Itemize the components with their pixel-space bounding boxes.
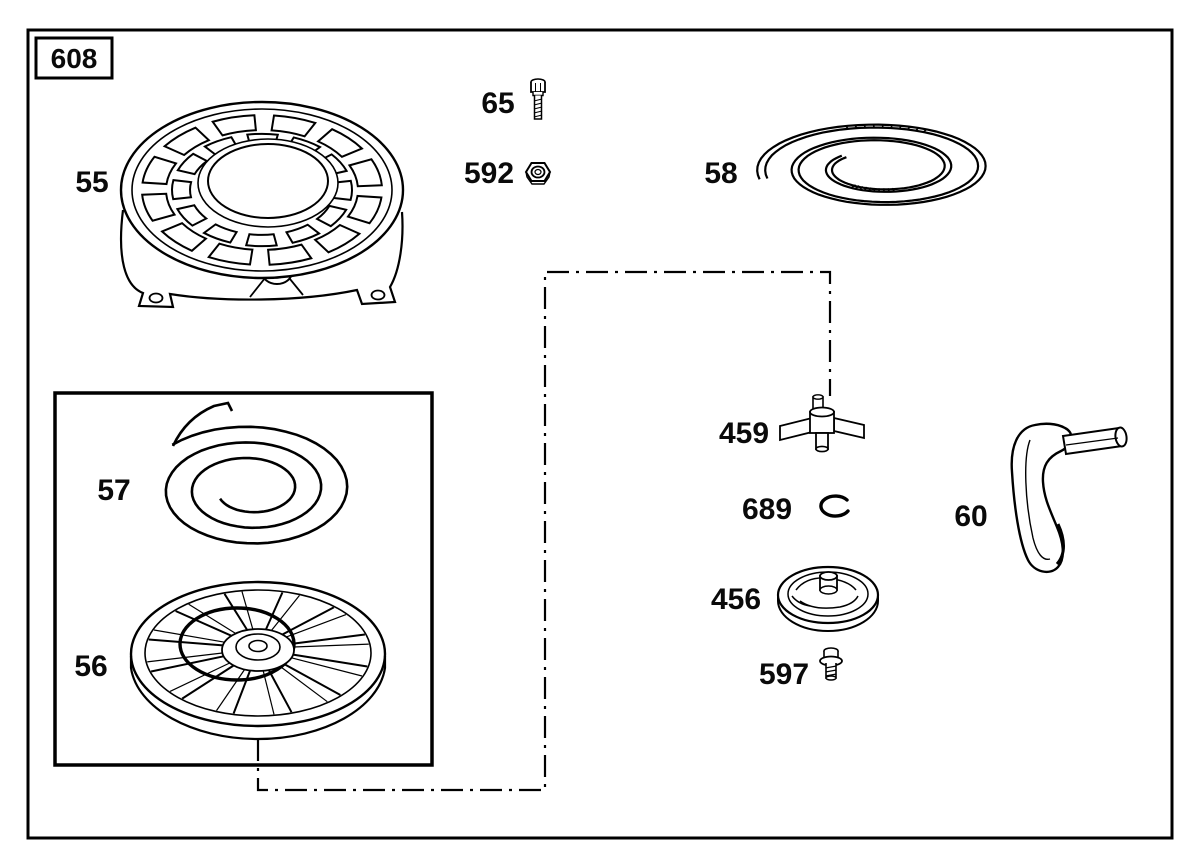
- part-60-starter-handle-drawing: [1010, 422, 1128, 574]
- part-56-pulley-drawing: [129, 580, 387, 741]
- part-label-689: 689: [742, 493, 792, 526]
- part-label-58: 58: [704, 157, 737, 190]
- part-58-starter-spring-drawing: [756, 123, 987, 206]
- part-label-56: 56: [74, 650, 107, 683]
- figure-number-box: [34, 36, 114, 80]
- part-592-nut-drawing: [524, 162, 552, 185]
- part-label-456: 456: [711, 583, 761, 616]
- part-65-screw-drawing: [530, 78, 546, 120]
- figure-number: 608: [51, 43, 98, 74]
- part-55-blower-housing-drawing: [119, 100, 405, 309]
- part-label-592: 592: [464, 157, 514, 190]
- part-689-retainer-ring-drawing: [819, 494, 850, 518]
- part-597-screw-drawing: [819, 647, 843, 681]
- assembly-leader-line: [256, 270, 832, 792]
- part-label-65: 65: [481, 87, 514, 120]
- part-459-starter-dog-drawing: [779, 394, 865, 453]
- part-label-60: 60: [954, 500, 987, 533]
- subassembly-box: [53, 391, 434, 767]
- diagram-border: [26, 28, 1174, 840]
- housing-vent-slots: [142, 115, 382, 265]
- part-label-459: 459: [719, 417, 769, 450]
- part-456-ratchet-drawing: [776, 565, 880, 633]
- part-labels: 55 65 592 58 57 56 459 689 456 597 60: [74, 87, 987, 691]
- part-label-55: 55: [75, 166, 108, 199]
- part-label-597: 597: [759, 658, 809, 691]
- part-label-57: 57: [97, 474, 130, 507]
- part-57-rewind-spring-drawing: [164, 401, 349, 545]
- pulley-fins: [147, 591, 369, 715]
